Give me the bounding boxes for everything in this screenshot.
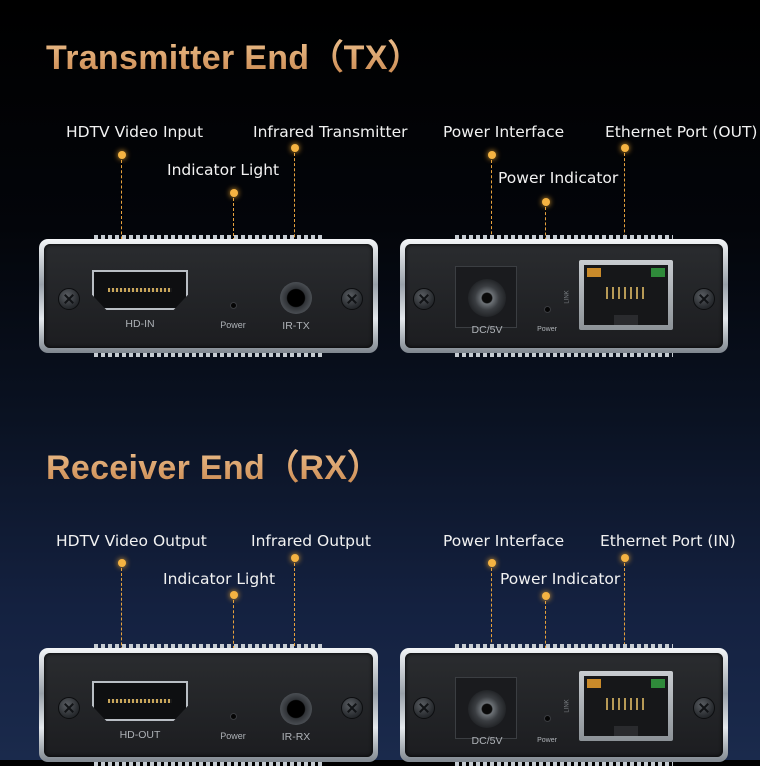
rj45-link-led <box>587 268 601 277</box>
ir-rx-jack[interactable] <box>280 693 312 725</box>
tx-callout-power-indicator-dot <box>542 198 550 206</box>
tx-power-indicator-led <box>544 306 551 313</box>
tx-callout-infrared-transmitter-dot <box>291 144 299 152</box>
rx-callout-indicator-light: Indicator Light <box>163 570 276 588</box>
rj45-act-led <box>651 679 665 688</box>
rx-callout-hdtv-output-line <box>121 568 122 680</box>
tx-device-rear-panel: DC/5V Power LINK <box>400 235 728 357</box>
tx-callout-ethernet-port-dot <box>621 144 629 152</box>
tx-callout-indicator-light-dot <box>230 189 238 197</box>
tx-callout-power-interface-dot <box>488 151 496 159</box>
tx-power-small-label: Power <box>537 326 557 333</box>
rx-front-face: HD-OUT Power IR-RX <box>44 653 373 757</box>
tx-callout-power-interface: Power Interface <box>443 123 565 141</box>
tx-ir-label: IR-TX <box>282 320 310 332</box>
screw-icon <box>341 697 363 719</box>
rx-callout-power-indicator: Power Indicator <box>500 570 621 588</box>
tx-power-led <box>230 302 237 309</box>
rx-device-front-panel: HD-OUT Power IR-RX <box>39 644 378 766</box>
tx-device-front-panel: HD-IN Power IR-TX <box>39 235 378 357</box>
rx-callout-hdtv-output-dot <box>118 559 126 567</box>
rx-callout-ethernet-port-dot <box>621 554 629 562</box>
tx-callout-hdtv-input-dot <box>118 151 126 159</box>
ir-tx-jack[interactable] <box>280 282 312 314</box>
tx-led-label: Power <box>220 320 246 330</box>
tx-callout-hdtv-input: HDTV Video Input <box>66 123 204 141</box>
tx-callout-indicator-light: Indicator Light <box>167 161 280 179</box>
tx-dc-label: DC/5V <box>471 324 503 336</box>
screw-icon <box>58 288 80 310</box>
rx-callout-indicator-light-dot <box>230 591 238 599</box>
rx-dc-label: DC/5V <box>471 735 503 747</box>
rx-led-label: Power <box>220 731 246 741</box>
rx-link-label: LINK <box>564 699 571 713</box>
tx-front-face: HD-IN Power IR-TX <box>44 244 373 348</box>
rx-callout-power-interface: Power Interface <box>443 532 565 550</box>
rx-rear-face: DC/5V Power LINK <box>405 653 723 757</box>
rx-section-title: Receiver End（RX） <box>46 440 381 489</box>
screw-icon <box>58 697 80 719</box>
screw-icon <box>693 288 715 310</box>
dc-power-port[interactable] <box>455 266 517 328</box>
rx-power-led <box>230 713 237 720</box>
tx-callout-ethernet-port: Ethernet Port (OUT) <box>605 123 758 141</box>
tx-section-title: Transmitter End（TX） <box>46 30 422 79</box>
tx-callout-power-indicator: Power Indicator <box>498 169 619 187</box>
rx-device-rear-panel: DC/5V Power LINK <box>400 644 728 766</box>
tx-hdmi-label: HD-IN <box>125 318 155 330</box>
screw-icon <box>413 697 435 719</box>
rj45-link-led <box>587 679 601 688</box>
hdmi-in-port[interactable] <box>92 270 188 310</box>
tx-callout-infrared-transmitter-line <box>294 153 295 283</box>
tx-rear-face: DC/5V Power LINK <box>405 244 723 348</box>
dc-power-port[interactable] <box>455 677 517 739</box>
rj45-act-led <box>651 268 665 277</box>
hdmi-out-port[interactable] <box>92 681 188 721</box>
rx-power-small-label: Power <box>537 737 557 744</box>
rx-callout-power-interface-dot <box>488 559 496 567</box>
rx-callout-power-indicator-dot <box>542 592 550 600</box>
ethernet-in-port[interactable] <box>579 671 673 741</box>
rx-power-indicator-led <box>544 715 551 722</box>
rx-callout-hdtv-output: HDTV Video Output <box>56 532 207 550</box>
rx-callout-infrared-output-line <box>294 563 295 691</box>
rx-ir-label: IR-RX <box>281 731 311 743</box>
tx-callout-ethernet-port-line <box>624 153 625 268</box>
rx-callout-ethernet-port-line <box>624 563 625 675</box>
rx-callout-infrared-output-dot <box>291 554 299 562</box>
rx-callout-power-interface-line <box>491 568 492 688</box>
tx-callout-hdtv-input-line <box>121 160 122 270</box>
tx-link-label: LINK <box>564 290 571 304</box>
tx-callout-power-interface-line <box>491 160 492 280</box>
screw-icon <box>341 288 363 310</box>
screw-icon <box>693 697 715 719</box>
rx-callout-ethernet-port: Ethernet Port (IN) <box>600 532 736 550</box>
rx-hdmi-label: HD-OUT <box>119 729 161 741</box>
screw-icon <box>413 288 435 310</box>
ethernet-out-port[interactable] <box>579 260 673 330</box>
rx-callout-infrared-output: Infrared Output <box>251 532 371 550</box>
tx-callout-infrared-transmitter: Infrared Transmitter <box>253 123 408 141</box>
